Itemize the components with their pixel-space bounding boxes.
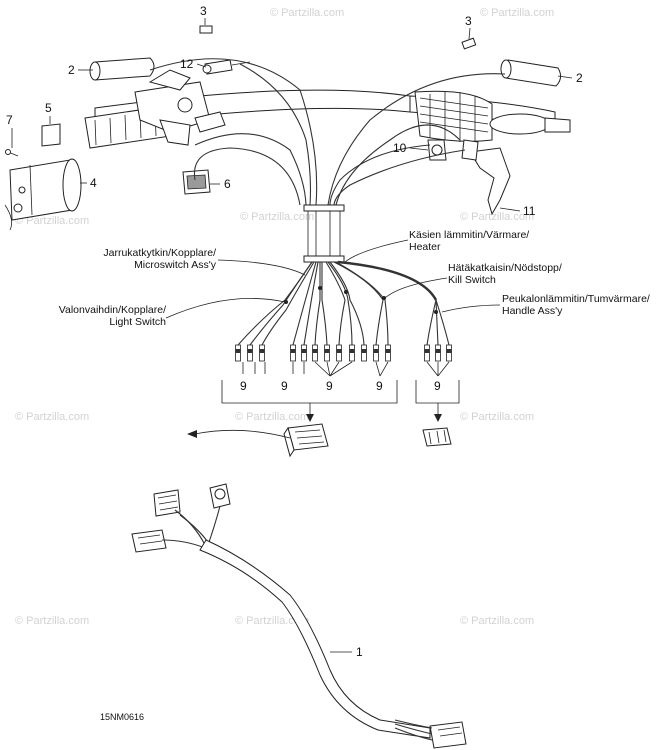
handle-label-line2: Handle Ass'y — [502, 305, 563, 317]
pin-band — [247, 349, 253, 353]
pin-band — [435, 349, 441, 353]
pin-band — [312, 349, 318, 353]
callout-7: 7 — [6, 113, 13, 127]
pin-band — [349, 349, 355, 353]
wire-markers — [284, 286, 438, 314]
pin-terminals — [235, 344, 452, 362]
watermark: © Partzilla.com — [270, 7, 344, 19]
microswitch-label-line1: Jarrukatkytkin/Kopplare/ — [103, 247, 216, 259]
group-brackets — [221, 361, 460, 422]
callout-numbers: 2 2 3 3 12 4 5 7 6 10 11 9 9 9 9 9 1 — [6, 4, 583, 659]
callout-6: 6 — [224, 177, 231, 191]
connector-housing-large — [283, 423, 329, 458]
callout-9: 9 — [240, 379, 247, 393]
watermark: © Partzilla.com — [15, 615, 89, 627]
plug-3-left — [199, 25, 213, 34]
callout-5: 5 — [45, 101, 52, 115]
callout-9: 9 — [434, 379, 441, 393]
leader-lines — [11, 18, 573, 653]
pin-band — [446, 349, 452, 353]
callout-2-left: 2 — [68, 63, 75, 77]
watermark: © Partzilla.com — [480, 7, 554, 19]
pin-band — [235, 349, 241, 353]
callout-9: 9 — [281, 379, 288, 393]
watermarks: © Partzilla.com © Partzilla.com © Partzi… — [15, 7, 554, 627]
callout-9: 9 — [376, 379, 383, 393]
pin-band — [424, 349, 430, 353]
pin-band — [336, 349, 342, 353]
microswitch-label-line2: Microswitch Ass'y — [134, 259, 217, 271]
wire-bundle — [303, 204, 345, 263]
watermark: © Partzilla.com — [460, 211, 534, 223]
bracket-11 — [461, 139, 511, 216]
callout-4: 4 — [90, 176, 97, 190]
pad-5 — [41, 123, 61, 147]
grip-2-right — [500, 59, 562, 87]
watermark: © Partzilla.com — [15, 215, 89, 227]
grip-2-left — [89, 57, 155, 81]
switch-6 — [182, 169, 211, 195]
pin-band — [324, 349, 330, 353]
pin-band — [290, 349, 296, 353]
callout-2-right: 2 — [576, 71, 583, 85]
callout-11: 11 — [523, 204, 536, 218]
pin-band — [259, 349, 265, 353]
callout-10: 10 — [393, 141, 407, 155]
light-switch-label-line1: Valonvaihdin/Kopplare/ — [59, 304, 166, 316]
callout-3-left: 3 — [200, 4, 207, 18]
plug-3-right — [461, 37, 477, 50]
heater-label-line2: Heater — [409, 241, 441, 253]
pin-band — [385, 349, 391, 353]
watermark: © Partzilla.com — [240, 211, 314, 223]
heater-label-line1: Käsien lämmitin/Värmare/ — [409, 229, 529, 241]
pin-band — [301, 349, 307, 353]
sensor-12 — [202, 59, 251, 75]
pin-band — [361, 349, 367, 353]
watermark: © Partzilla.com — [15, 411, 89, 423]
callout-9: 9 — [326, 379, 333, 393]
light-switch-label-line2: Light Switch — [109, 316, 166, 328]
harness-1 — [131, 483, 467, 749]
watermark: © Partzilla.com — [460, 411, 534, 423]
component-labels: Käsien lämmitin/Värmare/ Heater Jarrukat… — [59, 229, 650, 328]
watermark: © Partzilla.com — [235, 411, 309, 423]
switch-housing-4 — [4, 158, 82, 231]
callout-1: 1 — [356, 645, 363, 659]
fanout-wires — [237, 260, 450, 346]
pin-band — [373, 349, 379, 353]
upper-wires — [149, 58, 506, 206]
handle-label-line1: Peukalonlämmitin/Tumvärmare/ — [502, 293, 650, 305]
kill-switch-label-line1: Hätäkatkaisin/Nödstopp/ — [448, 262, 562, 274]
watermark: © Partzilla.com — [235, 615, 309, 627]
arrow-line — [194, 429, 291, 439]
brake-lever-housing — [134, 69, 226, 146]
callout-12: 12 — [180, 57, 194, 71]
kill-switch-label-line2: Kill Switch — [448, 274, 496, 286]
callout-3-right: 3 — [465, 14, 472, 28]
watermark: © Partzilla.com — [460, 615, 534, 627]
diagram-code: 15NM0616 — [100, 712, 144, 722]
connector-housing-small — [422, 427, 452, 447]
screw-7 — [5, 149, 19, 157]
